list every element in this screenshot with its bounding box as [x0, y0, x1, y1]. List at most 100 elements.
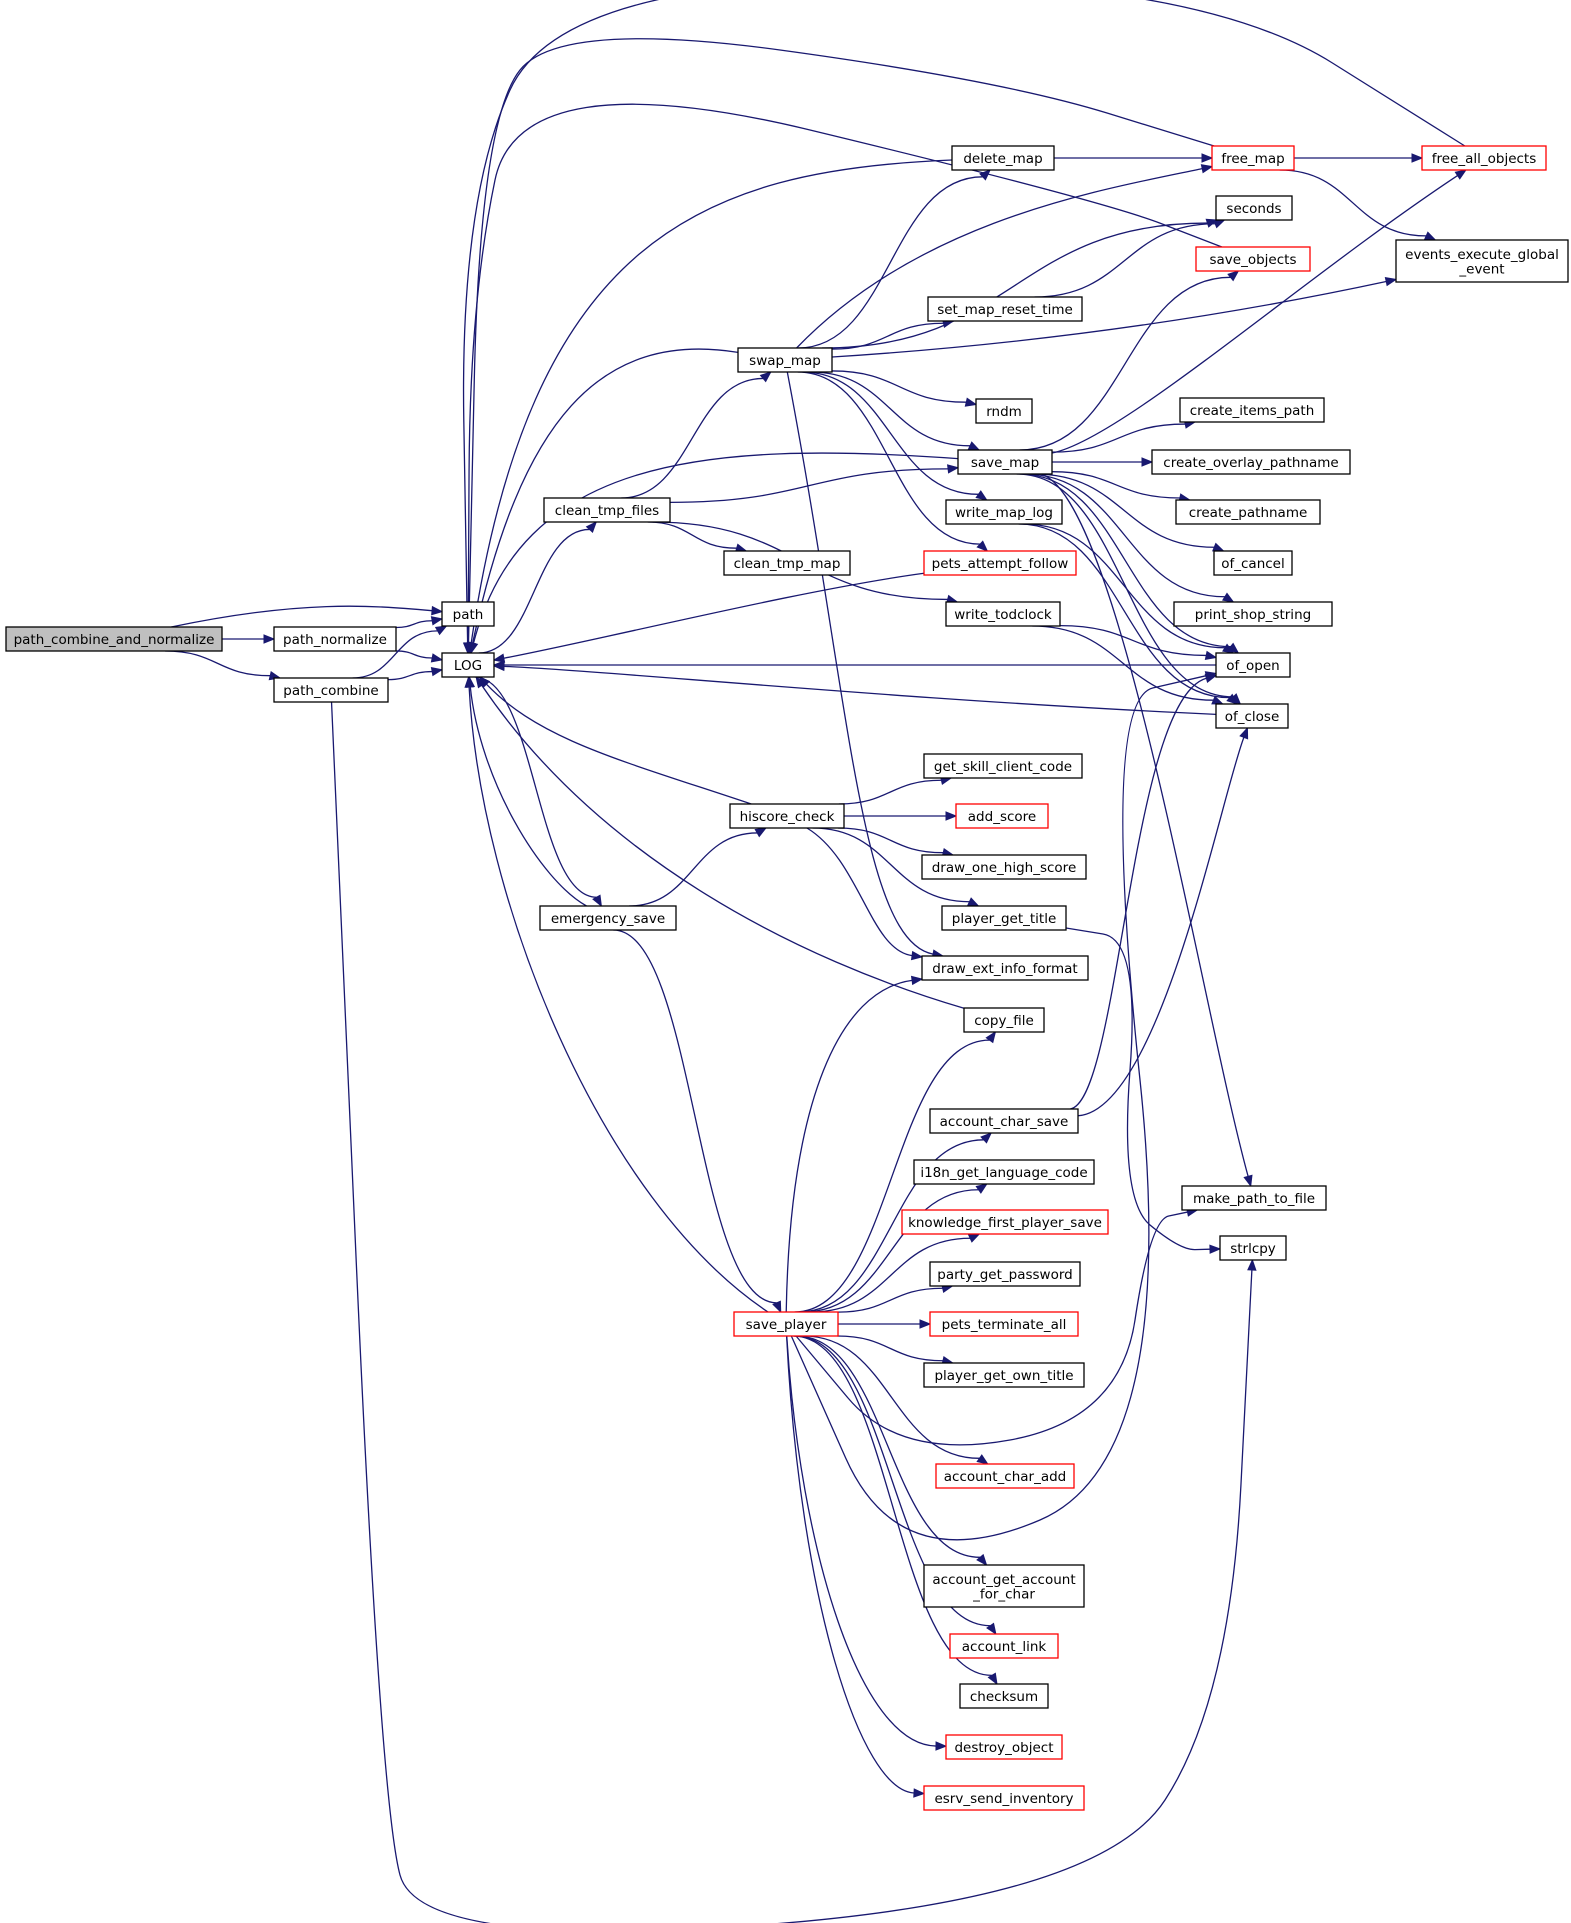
node-save-player[interactable]: save_player [733, 1311, 839, 1337]
node-emergency-save[interactable]: emergency_save [539, 905, 677, 931]
node-account-char-save[interactable]: account_char_save [929, 1108, 1079, 1134]
node-draw-ext-info-format[interactable]: draw_ext_info_format [921, 955, 1089, 981]
arrowhead-icon [935, 1741, 948, 1751]
arrowhead-icon [1222, 643, 1235, 654]
node-label: account_char_save [940, 1114, 1069, 1130]
node-write-map-log[interactable]: write_map_log [945, 499, 1063, 525]
node-label: draw_one_high_score [932, 860, 1077, 876]
node-label: save_player [746, 1317, 827, 1333]
node-get-skill-client-code[interactable]: get_skill_client_code [923, 753, 1083, 779]
arrowhead-icon [1243, 1174, 1253, 1188]
edge-save_player-to-player_get_own_title [837, 1335, 955, 1366]
arrowhead-icon [772, 1300, 782, 1314]
node-path-normalize[interactable]: path_normalize [273, 626, 397, 652]
arrowhead-icon [263, 634, 276, 644]
node-account-link[interactable]: account_link [949, 1633, 1059, 1659]
node-account-get-account-for-char[interactable]: account_get_account_for_char [923, 1564, 1085, 1608]
edge-save_player-to-draw_ext_info_format [785, 975, 924, 1313]
node-label: i18n_get_language_code [920, 1165, 1087, 1181]
node-label: pets_attempt_follow [932, 556, 1069, 572]
node-label: of_open [1226, 658, 1279, 674]
edge-emergency_save-to-save_player [613, 929, 782, 1314]
node-swap-map[interactable]: swap_map [737, 347, 833, 373]
node-create-items-path[interactable]: create_items_path [1179, 397, 1325, 423]
node-label: print_shop_string [1195, 607, 1311, 623]
node-label: clean_tmp_files [555, 503, 659, 519]
node-add-score[interactable]: add_score [955, 803, 1049, 829]
node-label: account_link [962, 1639, 1047, 1655]
node-of-close[interactable]: of_close [1215, 703, 1289, 729]
arrowhead-icon [1384, 276, 1398, 287]
node-checksum[interactable]: checksum [959, 1683, 1049, 1709]
arrowhead-icon [1227, 270, 1240, 282]
node-pets-terminate-all[interactable]: pets_terminate_all [929, 1311, 1079, 1337]
arrowhead-icon [986, 1622, 997, 1636]
node-seconds[interactable]: seconds [1215, 195, 1293, 221]
edge-save_player-to-account_link [794, 1335, 997, 1636]
arrowhead-icon [985, 1030, 997, 1044]
node-label: write_todclock [954, 607, 1052, 623]
node-label: events_execute_global [1405, 247, 1559, 263]
node-label: account_get_account [932, 1572, 1075, 1588]
edge-hiscore_check-to-LOG [478, 676, 752, 805]
node-label: strlcpy [1230, 1241, 1276, 1257]
node-save-objects[interactable]: save_objects [1195, 246, 1311, 272]
node-rndm[interactable]: rndm [975, 398, 1033, 424]
node-write-todclock[interactable]: write_todclock [945, 601, 1061, 627]
node-hiscore-check[interactable]: hiscore_check [729, 803, 845, 829]
node-path-combine-and-normalize[interactable]: path_combine_and_normalize [5, 626, 223, 652]
node-label: destroy_object [954, 1740, 1053, 1756]
arrowhead-icon [910, 950, 924, 961]
node-create-overlay-pathname[interactable]: create_overlay_pathname [1151, 449, 1351, 475]
edge-account_char_save-to-of_open [1070, 673, 1218, 1110]
node-destroy-object[interactable]: destroy_object [945, 1734, 1063, 1760]
edge-pets_attempt_follow-to-LOG [492, 572, 925, 663]
node-knowledge-first-player-save[interactable]: knowledge_first_player_save [901, 1209, 1109, 1235]
node-label: emergency_save [551, 911, 665, 927]
call-edges [165, 0, 1468, 1923]
arrowhead-icon [1212, 542, 1225, 552]
node-strlcpy[interactable]: strlcpy [1219, 1235, 1287, 1261]
node-clean-tmp-files[interactable]: clean_tmp_files [543, 497, 671, 523]
node-i18n-get-language-code[interactable]: i18n_get_language_code [913, 1159, 1095, 1185]
arrowhead-icon [1227, 642, 1240, 654]
node-create-pathname[interactable]: create_pathname [1175, 499, 1321, 525]
node-of-cancel[interactable]: of_cancel [1213, 550, 1293, 576]
arrowhead-icon [492, 653, 506, 663]
arrowhead-icon [464, 675, 474, 688]
node-path-combine[interactable]: path_combine [273, 677, 389, 703]
edge-emergency_save-to-hiscore_check [629, 827, 768, 907]
node-free-map[interactable]: free_map [1211, 145, 1295, 171]
node-print-shop-string[interactable]: print_shop_string [1173, 601, 1333, 627]
node-pets-attempt-follow[interactable]: pets_attempt_follow [923, 550, 1077, 576]
node-copy-file[interactable]: copy_file [963, 1007, 1045, 1033]
edge-save_player-to-i18n_get_language_code [803, 1183, 988, 1313]
node-events-execute-global-event[interactable]: events_execute_global_event [1395, 239, 1569, 283]
node-player-get-own-title[interactable]: player_get_own_title [923, 1362, 1085, 1388]
node-draw-one-high-score[interactable]: draw_one_high_score [921, 854, 1087, 880]
node-player-get-title[interactable]: player_get_title [941, 905, 1067, 931]
arrowhead-icon [945, 811, 958, 821]
node-set-map-reset-time[interactable]: set_map_reset_time [927, 296, 1083, 322]
node-free-all-objects[interactable]: free_all_objects [1421, 145, 1547, 171]
node-LOG[interactable]: LOG [441, 652, 495, 678]
node-make-path-to-file[interactable]: make_path_to_file [1181, 1185, 1327, 1211]
node-account-char-add[interactable]: account_char_add [935, 1463, 1075, 1489]
arrowhead-icon [979, 169, 992, 181]
edge-path_combine-to-strlcpy [330, 701, 1257, 1923]
node-delete-map[interactable]: delete_map [951, 145, 1055, 171]
node-path[interactable]: path [441, 601, 495, 627]
node-clean-tmp-map[interactable]: clean_tmp_map [723, 550, 851, 576]
edge-hiscore_check-to-draw_one_high_score [838, 827, 955, 858]
arrowhead-icon [592, 894, 603, 908]
node-save-map[interactable]: save_map [957, 449, 1053, 475]
arrowhead-icon [1247, 1258, 1257, 1271]
arrowhead-icon [1141, 457, 1154, 467]
node-party-get-password[interactable]: party_get_password [929, 1261, 1081, 1287]
edge-clean_tmp_files-to-save_map [669, 464, 960, 504]
node-of-open[interactable]: of_open [1215, 652, 1291, 678]
node-label: get_skill_client_code [934, 759, 1072, 775]
edge-save_player-to-account_char_save [798, 1132, 993, 1313]
node-label: save_map [971, 455, 1039, 471]
node-esrv-send-inventory[interactable]: esrv_send_inventory [923, 1785, 1085, 1811]
